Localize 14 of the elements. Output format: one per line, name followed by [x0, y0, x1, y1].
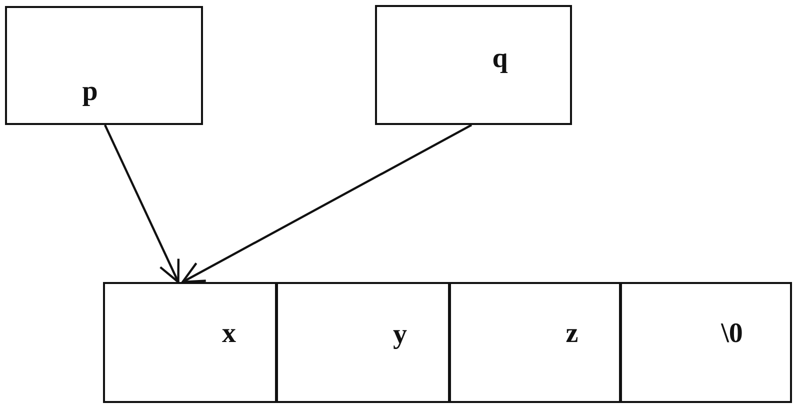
arrow — [104, 124, 180, 284]
pointer-variable-box — [375, 5, 572, 125]
array-cell — [448, 282, 622, 403]
array-cell — [275, 282, 451, 403]
character-value: \0 — [721, 320, 743, 348]
character-value: x — [222, 320, 236, 348]
pointer-variable-box — [5, 6, 203, 125]
variable-name: q — [492, 45, 508, 73]
character-value: y — [393, 321, 407, 349]
array-cell — [619, 282, 792, 403]
array-cell — [103, 282, 278, 403]
variable-name: p — [82, 78, 98, 106]
arrow — [182, 124, 472, 284]
character-value: z — [566, 320, 578, 348]
